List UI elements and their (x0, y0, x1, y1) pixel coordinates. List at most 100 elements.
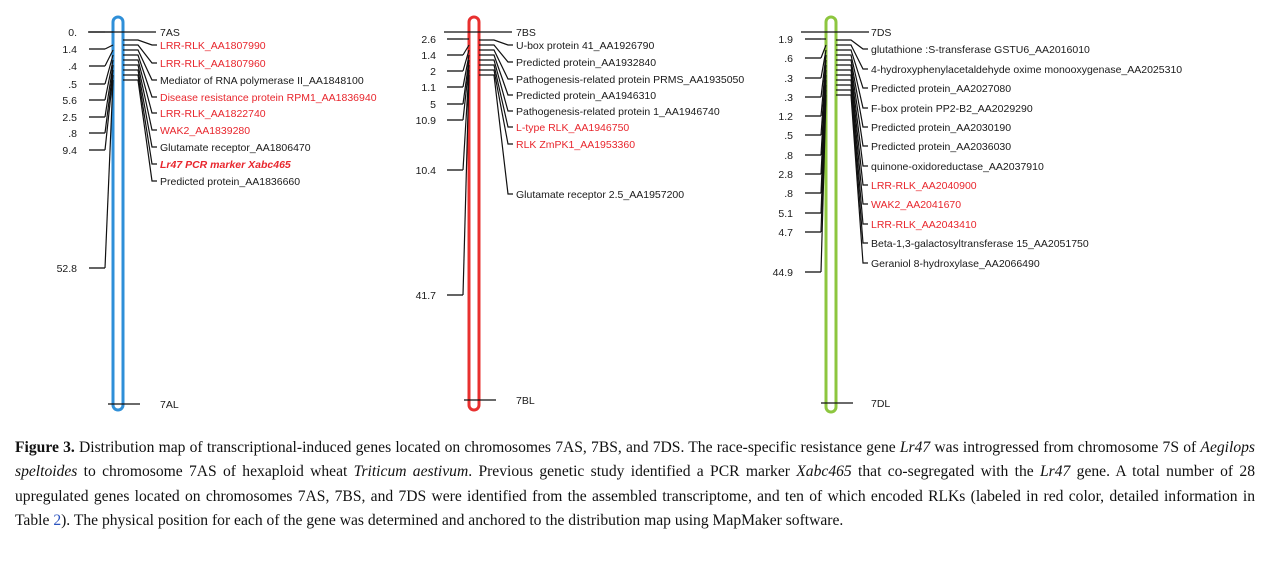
gene-connector (836, 44, 868, 70)
marker-label: Lr47 PCR marker Xabc465 (160, 159, 291, 171)
gene-connector (479, 49, 513, 80)
arm-label-top: 7AS (160, 27, 180, 39)
connector (462, 49, 470, 72)
connector (104, 44, 114, 50)
rlk-gene-label: L-type RLK_AA1946750 (516, 122, 629, 134)
gene-connector (479, 54, 513, 96)
gene-connector (836, 54, 868, 109)
gene-connector (123, 54, 157, 98)
gene-label: Mediator of RNA polymerase II_AA1848100 (160, 75, 364, 87)
position-label: 2 (430, 66, 436, 78)
position-label: 5.1 (778, 208, 793, 220)
gene-connector (123, 64, 157, 131)
gene-connector (479, 64, 513, 128)
position-label: .3 (784, 73, 793, 85)
position-label: 41.7 (416, 290, 437, 302)
gene-connector (836, 94, 868, 264)
rlk-gene-label: LRR-RLK_AA1822740 (160, 108, 266, 120)
caption-text-7: ). The physical position for each of the… (61, 512, 844, 530)
gene-connector (479, 39, 513, 46)
caption-text-3: to chromosome 7AS of hexaploid wheat (77, 463, 354, 481)
gene-connector (836, 69, 868, 167)
rlk-gene-label: LRR-RLK_AA2040900 (871, 180, 977, 192)
caption-species-1: Aegilops speltoides (15, 439, 1255, 481)
position-label: .8 (784, 188, 793, 200)
arm-label-bottom: 7DL (871, 398, 890, 410)
caption-marker: Xabc465 (796, 463, 852, 481)
connector (104, 59, 114, 101)
rlk-gene-label: Disease resistance protein RPM1_AA183694… (160, 92, 377, 104)
caption-text-5: that co-segregated with the (851, 463, 1040, 481)
position-label: 5 (430, 99, 436, 111)
chromosome-7d: 7DS7DL1.9.6.3.31.2.5.82.8.85.14.744.9glu… (773, 15, 1182, 414)
caption-label: Figure 3. (15, 439, 75, 456)
gene-label: 4-hydroxyphenylacetaldehyde oxime monoox… (871, 64, 1182, 76)
caption-text-4: . Previous genetic study identified a PC… (468, 463, 797, 481)
position-label: 5.6 (62, 95, 77, 107)
gene-label: Glutamate receptor 2.5_AA1957200 (516, 189, 684, 201)
gene-label: F-box protein PP2-B2_AA2029290 (871, 103, 1033, 115)
gene-connector (123, 39, 157, 46)
connector (820, 44, 827, 59)
position-label: 1.2 (778, 111, 793, 123)
gene-connector (836, 64, 868, 147)
connector (104, 49, 114, 67)
position-label: 44.9 (773, 267, 794, 279)
gene-connector (836, 49, 868, 89)
position-label: .5 (68, 79, 77, 91)
arm-label-bottom: 7BL (516, 395, 535, 407)
gene-label: Predicted protein_AA1946310 (516, 90, 656, 102)
connector (820, 49, 827, 79)
position-label: 1.4 (421, 50, 436, 62)
position-label: 1.9 (778, 34, 793, 46)
gene-label: Pathogenesis-related protein PRMS_AA1935… (516, 74, 744, 86)
arm-label-top: 7DS (871, 27, 891, 39)
chromosome-bar (824, 15, 838, 414)
gene-connector (123, 74, 157, 165)
chromosome-distribution-map: 7AS7AL0.1.4.4.55.62.5.89.452.8LRR-RLK_AA… (57, 15, 1182, 414)
gene-connector (123, 49, 157, 81)
chromosome-layer: 7AS7AL0.1.4.4.55.62.5.89.452.8LRR-RLK_AA… (57, 15, 1182, 414)
position-label: .4 (68, 61, 77, 73)
rlk-gene-label: WAK2_AA1839280 (160, 125, 250, 137)
connector (104, 64, 114, 118)
position-label: 52.8 (57, 263, 78, 275)
gene-label: U-box protein 41_AA1926790 (516, 40, 655, 52)
connector (820, 94, 827, 273)
gene-connector (123, 59, 157, 114)
position-label: .8 (784, 150, 793, 162)
rlk-gene-label: LRR-RLK_AA1807990 (160, 40, 266, 52)
position-label: 2.5 (62, 112, 77, 124)
connector (104, 69, 114, 134)
connector (462, 64, 470, 121)
position-label: .6 (784, 53, 793, 65)
gene-label: Predicted protein_AA2036030 (871, 141, 1011, 153)
chromosome-bar (111, 15, 125, 412)
rlk-gene-label: WAK2_AA2041670 (871, 199, 961, 211)
caption-text-1: Distribution map of transcriptional-indu… (74, 439, 900, 456)
figure-caption: Figure 3. Distribution map of transcript… (15, 436, 1255, 534)
caption-gene: Lr47 (899, 439, 931, 456)
gene-connector (836, 79, 868, 205)
gene-label: Predicted protein_AA1932840 (516, 57, 656, 69)
position-label: 2.8 (778, 169, 793, 181)
gene-label: Predicted protein_AA2030190 (871, 122, 1011, 134)
position-label: 0. (68, 27, 77, 39)
connector (462, 59, 470, 105)
gene-connector (836, 74, 868, 186)
caption-text-2: was introgressed from chromosome 7S of (930, 439, 1201, 456)
caption-species-2: Triticum aestivum (353, 463, 469, 481)
gene-connector (836, 39, 868, 50)
gene-label: Predicted protein_AA1836660 (160, 176, 300, 188)
gene-connector (479, 59, 513, 112)
connector (462, 54, 470, 88)
gene-connector (123, 69, 157, 148)
gene-label: Pathogenesis-related protein 1_AA1946740 (516, 106, 720, 118)
gene-connector (123, 44, 157, 64)
table-link[interactable]: 2 (53, 512, 62, 530)
gene-connector (123, 79, 157, 182)
gene-label: glutathione :S-transferase GSTU6_AA20160… (871, 44, 1090, 56)
gene-connector (836, 59, 868, 128)
connector (820, 54, 827, 98)
